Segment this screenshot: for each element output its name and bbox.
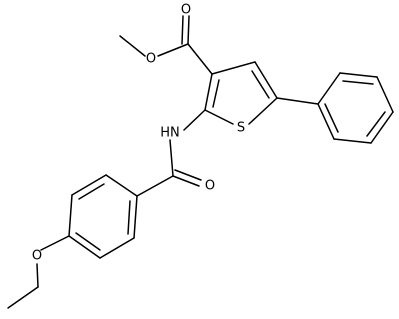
bond-c5-s — [248, 97, 278, 125]
atom-o-amide: O — [205, 179, 215, 194]
bond-ar-6 — [133, 195, 138, 239]
amide-group — [136, 109, 206, 197]
atom-o-ether: O — [32, 249, 42, 264]
ethoxyphenyl-ring — [68, 174, 138, 259]
bond-ar-3 — [68, 194, 73, 237]
bond-c5-phenyl — [276, 97, 319, 105]
bond-ph-1 — [317, 72, 341, 105]
bond-ester-c-to-ring — [187, 43, 213, 75]
atom-labels: O O S HN O O — [32, 3, 245, 264]
bond-amide-c-aryl — [136, 175, 174, 197]
atom-s-ring: S — [237, 121, 245, 136]
bond-c2-n — [183, 109, 206, 131]
bond-c3-c4 — [211, 61, 256, 75]
bond-ester-c-o — [157, 43, 189, 57]
bond-o-ch2 — [36, 263, 39, 288]
bond-amide-co-b — [174, 169, 202, 181]
bond-n-c — [169, 139, 174, 177]
bond-c2-c3-outer — [204, 73, 213, 111]
bond-ph-inner-a — [342, 80, 374, 85]
bond-c4-c5-outer — [254, 61, 278, 99]
ethoxy-group — [7, 235, 70, 309]
phenyl-ring — [276, 72, 394, 144]
bond-c4-c5-inner — [251, 70, 270, 99]
bond-ar-inner-c — [127, 200, 131, 235]
bond-ar-5 — [99, 237, 135, 259]
bond-ester-carbonyl-a — [187, 15, 190, 45]
atom-o-ester-carbonyl: O — [181, 3, 191, 18]
bond-ar-inner-b — [75, 232, 101, 251]
bond-c2-c3-inner — [212, 79, 220, 108]
bond-ph-2 — [339, 72, 378, 78]
bond-ester-carbonyl-b — [181, 15, 184, 45]
thiophene-ring — [204, 61, 278, 125]
bond-ar-inner-a — [78, 183, 105, 200]
bond-amide-co-a — [172, 175, 200, 187]
atom-nh-amide: HN — [160, 126, 180, 141]
bond-o-methyl — [119, 35, 146, 57]
bond-ph-3 — [376, 76, 394, 113]
ester-group — [119, 15, 213, 75]
bond-ph-4 — [370, 111, 394, 144]
bond-ph-5 — [333, 138, 372, 144]
atom-o-ester: O — [146, 52, 156, 67]
bond-s-c2 — [204, 109, 234, 125]
bond-ph-inner-c — [324, 103, 339, 133]
bond-ar-1 — [105, 174, 138, 197]
bond-ar-o — [40, 235, 70, 251]
bond-ar-4 — [68, 235, 101, 259]
bond-ph-6 — [317, 103, 335, 140]
bond-ph-inner-b — [366, 111, 386, 137]
bond-ar-2 — [71, 174, 107, 196]
bond-ch2-ch3 — [7, 286, 39, 309]
